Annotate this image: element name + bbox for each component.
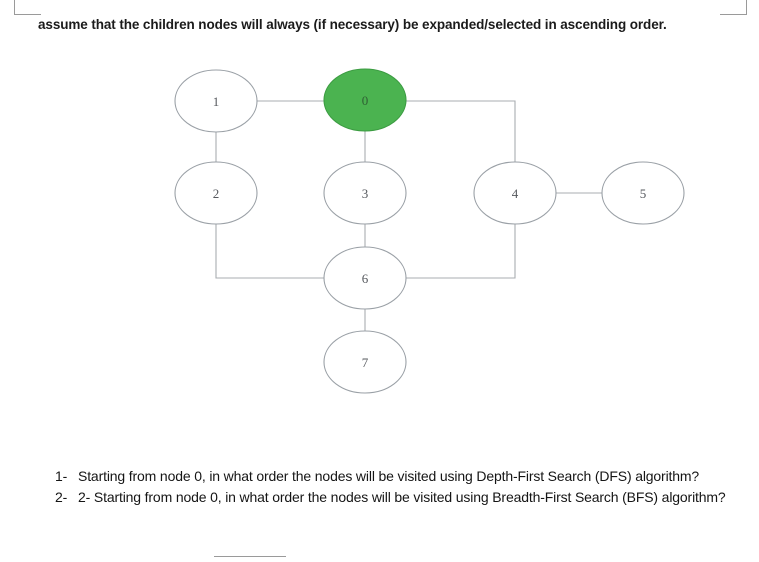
graph-node-shape-5[interactable] — [601, 161, 685, 225]
graph-node-label-5: 5 — [640, 186, 647, 201]
intro-paragraph: assume that the children nodes will alwa… — [38, 17, 667, 32]
question-item: 1- Starting from node 0, in what order t… — [44, 466, 756, 487]
question-number: 1- — [55, 468, 68, 484]
graph-edge-0-4 — [406, 100, 516, 162]
graph-node-shape-0[interactable] — [323, 68, 407, 132]
graph-node-0[interactable]: 0 — [323, 68, 407, 132]
graph-node-shape-3[interactable] — [323, 161, 407, 225]
question-number: 2- — [55, 489, 68, 505]
graph-node-label-3: 3 — [362, 186, 369, 201]
graph-edge-layer — [215, 100, 602, 331]
graph-edge-2-6 — [215, 224, 324, 279]
graph-node-5[interactable]: 5 — [601, 161, 685, 225]
graph-node-label-6: 6 — [362, 271, 369, 286]
graph-node-shape-2[interactable] — [174, 161, 258, 225]
graph-node-shape-6[interactable] — [323, 246, 407, 310]
page-corner-mark-top-right — [720, 0, 747, 15]
graph-node-label-4: 4 — [512, 186, 519, 201]
graph-node-label-2: 2 — [213, 186, 220, 201]
graph-node-layer: 0 1 2 3 4 5 6 7 — [174, 68, 685, 394]
graph-node-6[interactable]: 6 — [323, 246, 407, 310]
questions-list: 1- Starting from node 0, in what order t… — [44, 466, 756, 508]
graph-node-shape-4[interactable] — [473, 161, 557, 225]
graph-node-label-7: 7 — [362, 355, 369, 370]
graph-edge-4-6 — [406, 224, 516, 279]
page-corner-mark-top-left — [14, 0, 41, 15]
graph-node-label-0: 0 — [362, 93, 369, 108]
graph-canvas: 0 1 2 3 4 5 6 7 — [174, 68, 685, 394]
graph-node-4[interactable]: 4 — [473, 161, 557, 225]
bottom-answer-rule — [214, 556, 286, 557]
graph-node-label-1: 1 — [213, 94, 220, 109]
graph-figure: 0 1 2 3 4 5 6 7 — [0, 50, 759, 410]
question-text: Starting from node 0, in what order the … — [78, 468, 700, 484]
graph-node-3[interactable]: 3 — [323, 161, 407, 225]
graph-node-shape-1[interactable] — [174, 69, 258, 133]
graph-node-7[interactable]: 7 — [323, 330, 407, 394]
graph-node-shape-7[interactable] — [323, 330, 407, 394]
graph-node-2[interactable]: 2 — [174, 161, 258, 225]
graph-node-1[interactable]: 1 — [174, 69, 258, 133]
question-item: 2- 2- Starting from node 0, in what orde… — [44, 487, 756, 508]
question-text: 2- Starting from node 0, in what order t… — [78, 489, 726, 505]
